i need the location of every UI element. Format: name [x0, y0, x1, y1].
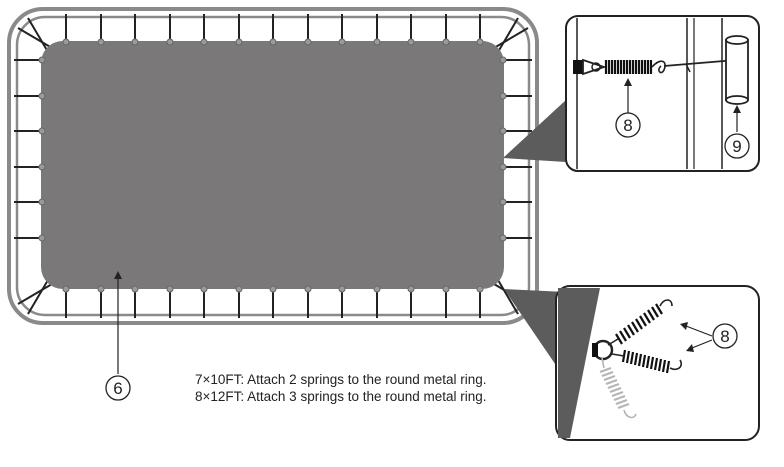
callout-spring-bottom-label: 8	[720, 327, 729, 346]
mat-ring	[499, 163, 507, 171]
mat-ring	[338, 38, 346, 46]
detail-box-bottom	[555, 285, 760, 441]
mat-ring	[38, 127, 46, 135]
spring-line	[493, 27, 529, 49]
spring-coil-bottom-faded	[599, 366, 630, 410]
mat-ring	[499, 127, 507, 135]
note-7x10: 7×10FT: Attach 2 springs to the round me…	[195, 372, 487, 387]
mat-ring	[499, 92, 507, 100]
spring-line	[497, 17, 519, 53]
mat-ring	[97, 285, 105, 293]
mat-ring	[38, 163, 46, 171]
mat-ring	[38, 234, 46, 242]
mat-ring	[499, 234, 507, 242]
callout-spring-bottom: 8	[712, 323, 738, 349]
mat-ring	[269, 285, 277, 293]
callout-spring-top-label: 8	[623, 116, 632, 135]
mat-ring	[235, 285, 243, 293]
jumping-mat	[41, 41, 504, 289]
mat-ring	[131, 38, 139, 46]
callout-pole-label: 9	[732, 137, 741, 156]
mat-ring	[62, 38, 70, 46]
mat-ring	[200, 285, 208, 293]
mat-ring	[38, 56, 46, 64]
callout-pole: 9	[724, 133, 750, 159]
mat-ring	[476, 285, 484, 293]
spring-line	[17, 27, 53, 49]
callout-mat-label: 6	[113, 379, 122, 398]
note-8x12: 8×12FT: Attach 3 springs to the round me…	[195, 389, 487, 404]
mat-ring	[407, 38, 415, 46]
mat-ring	[235, 38, 243, 46]
frame-outer	[7, 7, 539, 325]
mat-ring	[131, 285, 139, 293]
spring-line	[27, 17, 49, 53]
mat-ring	[442, 285, 450, 293]
mat-ring	[166, 285, 174, 293]
pointer-wedge-bottom	[504, 289, 566, 380]
detail-box-top	[565, 15, 760, 172]
mat-ring	[269, 38, 277, 46]
callout-mat: 6	[105, 375, 131, 401]
mat-ring	[166, 38, 174, 46]
mat-ring	[499, 56, 507, 64]
mat-ring	[338, 285, 346, 293]
mat-ring	[38, 198, 46, 206]
mat-ring	[62, 285, 70, 293]
mat-ring	[304, 38, 312, 46]
pole-icon	[725, 35, 749, 105]
mat-ring	[499, 198, 507, 206]
mat-ring	[442, 38, 450, 46]
mat-ring	[38, 92, 46, 100]
spring-coil-bottom-upper	[615, 303, 663, 345]
spring-line	[17, 283, 53, 305]
mat-ring	[476, 38, 484, 46]
mat-ring	[373, 38, 381, 46]
callout-spring-top: 8	[615, 112, 641, 138]
spring-coil-top	[604, 60, 653, 74]
mat-ring	[97, 38, 105, 46]
spring-line	[497, 279, 519, 315]
pointer-wedge-top	[503, 100, 566, 162]
mat-ring	[304, 285, 312, 293]
mat-rings	[38, 38, 507, 293]
mat-ring	[407, 285, 415, 293]
spring-line	[27, 279, 49, 315]
mat-ring	[373, 285, 381, 293]
mat-ring	[200, 38, 208, 46]
